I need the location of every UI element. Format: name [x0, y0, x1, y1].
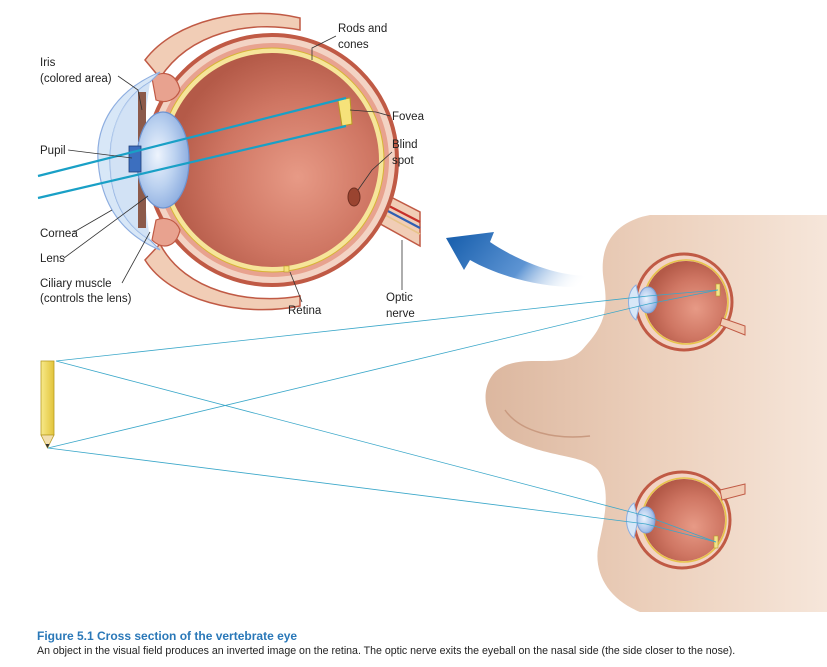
label-pupil: Pupil [40, 145, 66, 157]
zoom-arrow [446, 232, 598, 288]
label-blind: Blind [392, 139, 418, 151]
face-skin [485, 215, 827, 612]
label-retina: Retina [288, 305, 322, 317]
label-ciliary-sub: (controls the lens) [40, 293, 132, 305]
label-fovea: Fovea [392, 111, 425, 123]
label-optic-sub: nerve [386, 308, 415, 320]
face-profile [485, 215, 827, 612]
label-optic: Optic [386, 292, 413, 304]
nostril-shadow [504, 409, 591, 438]
label-iris: Iris [40, 57, 56, 69]
label-iris-sub: (colored area) [40, 73, 112, 85]
caption-title: Figure 5.1 Cross section of the vertebra… [37, 629, 298, 643]
label-cornea: Cornea [40, 228, 78, 240]
diagram-labels: Iris (colored area) Pupil Cornea Lens Ci… [40, 23, 425, 320]
label-rods: Rods and [338, 23, 387, 35]
small-eye-upper [628, 252, 746, 352]
label-rods-sub: cones [338, 39, 369, 51]
blind-spot-marker [347, 187, 361, 207]
caption-text: An object in the visual field produces a… [37, 645, 736, 657]
label-ciliary: Ciliary muscle [40, 278, 112, 290]
label-lens: Lens [40, 253, 65, 265]
pencil-object [40, 360, 55, 449]
leader-lines [63, 35, 403, 303]
small-eye-lower [626, 470, 746, 570]
light-rays [47, 289, 719, 543]
lens-shape [136, 111, 190, 209]
figure-caption: Figure 5.1 Cross section of the vertebra… [37, 629, 822, 657]
large-eye-diagram [37, 12, 421, 311]
label-blind-sub: spot [392, 155, 415, 167]
